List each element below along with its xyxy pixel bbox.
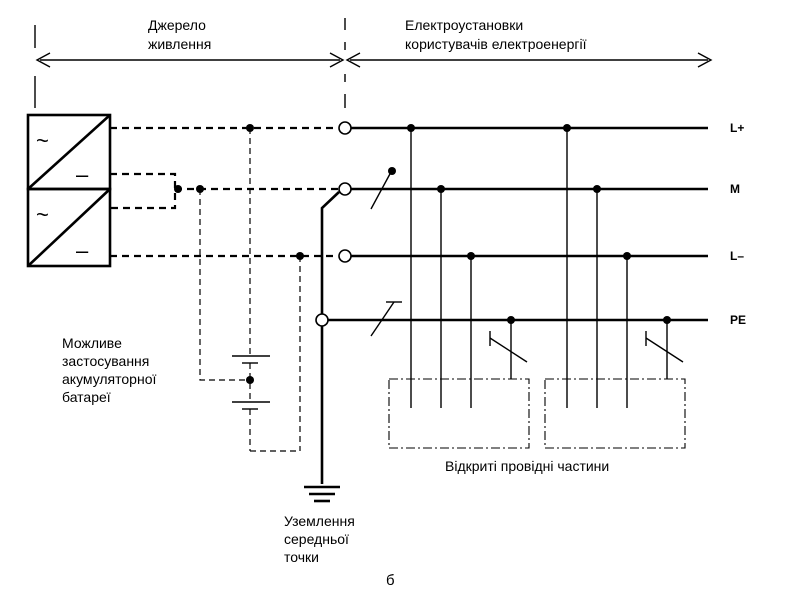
terminal-l-plus: [338, 121, 352, 135]
battery-label-line1: Можливе: [62, 335, 122, 351]
junction-dot: [663, 316, 671, 324]
ac-symbol-lower: ~: [36, 202, 49, 227]
dc-symbol-lower: –: [76, 238, 89, 263]
midpoint-earthing: [304, 191, 340, 503]
battery-label-line4: батареї: [62, 389, 111, 405]
source-dashed-connections: [110, 124, 338, 260]
terminal-pe: [315, 313, 329, 327]
exposed-part-enclosure-1: [388, 378, 530, 449]
junction-dot: [407, 124, 415, 132]
junction-dot: [437, 185, 445, 193]
converter-block-upper: ~ –: [26, 113, 112, 191]
source-label-line1: Джерело: [148, 17, 206, 33]
battery-symbol: [199, 128, 301, 452]
source-zone-arrow: [35, 52, 345, 68]
junction-dot: [388, 167, 396, 175]
junction-dot: [593, 185, 601, 193]
dc-symbol-upper: –: [76, 162, 89, 187]
terminal-l-minus: [338, 249, 352, 263]
junction-dot: [623, 252, 631, 260]
junction-dot: [507, 316, 515, 324]
source-label-line2: живлення: [148, 36, 211, 52]
battery-label-line2: застосування: [62, 353, 149, 369]
installation-label-line2: користувачів електроенергії: [405, 36, 587, 52]
bus-label-l-minus: L–: [730, 249, 744, 263]
bus-label-m: M: [730, 182, 740, 196]
bus-label-pe: PE: [730, 313, 746, 327]
earth-label-line1: Уземлення: [284, 513, 355, 529]
junction-dot: [174, 185, 182, 193]
junction-dot: [467, 252, 475, 260]
terminal-m: [338, 182, 352, 196]
consumer-2-taps: [563, 124, 684, 408]
battery-label-line3: акумуляторної: [62, 371, 156, 387]
junction-dot: [563, 124, 571, 132]
earth-label-line2: середньої: [284, 531, 349, 547]
earth-label-line3: точки: [284, 549, 319, 565]
ac-symbol-upper: ~: [36, 128, 49, 153]
bus-lines: [328, 126, 708, 322]
installation-zone-arrow: [345, 52, 713, 68]
bus-label-l-plus: L+: [730, 121, 744, 135]
switch-symbols: [370, 167, 402, 337]
exposed-part-enclosure-2: [544, 378, 686, 449]
junction-dot: [246, 376, 254, 384]
consumer-1-taps: [407, 124, 528, 408]
figure-caption: б: [386, 572, 395, 589]
zone-boundaries: [34, 18, 346, 108]
installation-label-line1: Електроустановки: [405, 17, 523, 33]
converter-block-lower: ~ –: [26, 187, 112, 268]
exposed-parts-label: Відкриті провідні частини: [445, 458, 609, 474]
